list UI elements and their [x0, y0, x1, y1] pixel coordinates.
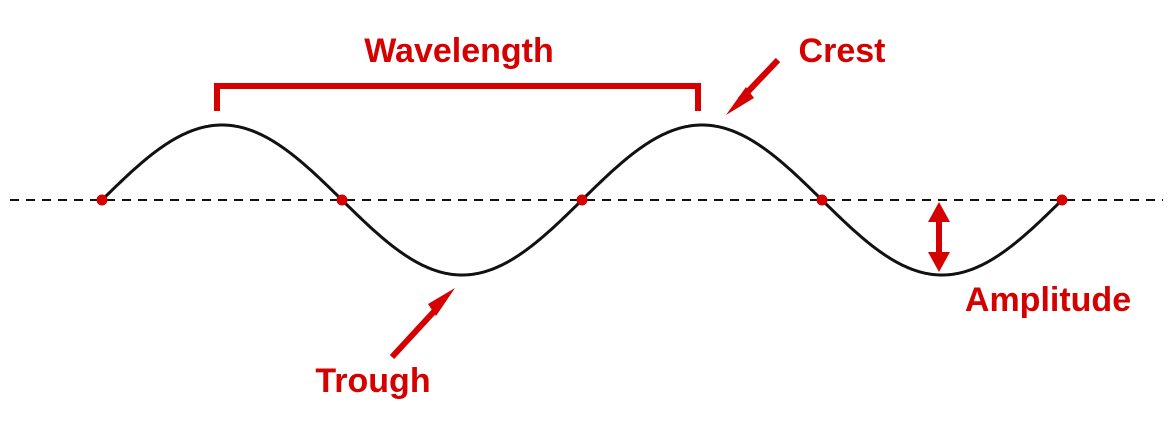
trough-label: Trough	[315, 362, 430, 400]
amplitude-arrow	[928, 202, 950, 272]
crest-arrow	[726, 57, 781, 115]
wavelength-label: Wavelength	[364, 32, 554, 70]
zero-crossing-point	[816, 194, 828, 206]
crest-label: Crest	[799, 32, 886, 70]
zero-crossing-point	[96, 194, 108, 206]
zero-crossing-point	[336, 194, 348, 206]
zero-crossing-point	[576, 194, 588, 206]
zero-crossing-point	[1056, 194, 1068, 206]
wavelength-bracket	[214, 83, 701, 111]
zero-crossing-points	[96, 194, 1068, 206]
amplitude-label: Amplitude	[965, 281, 1131, 319]
trough-arrow	[389, 288, 455, 360]
